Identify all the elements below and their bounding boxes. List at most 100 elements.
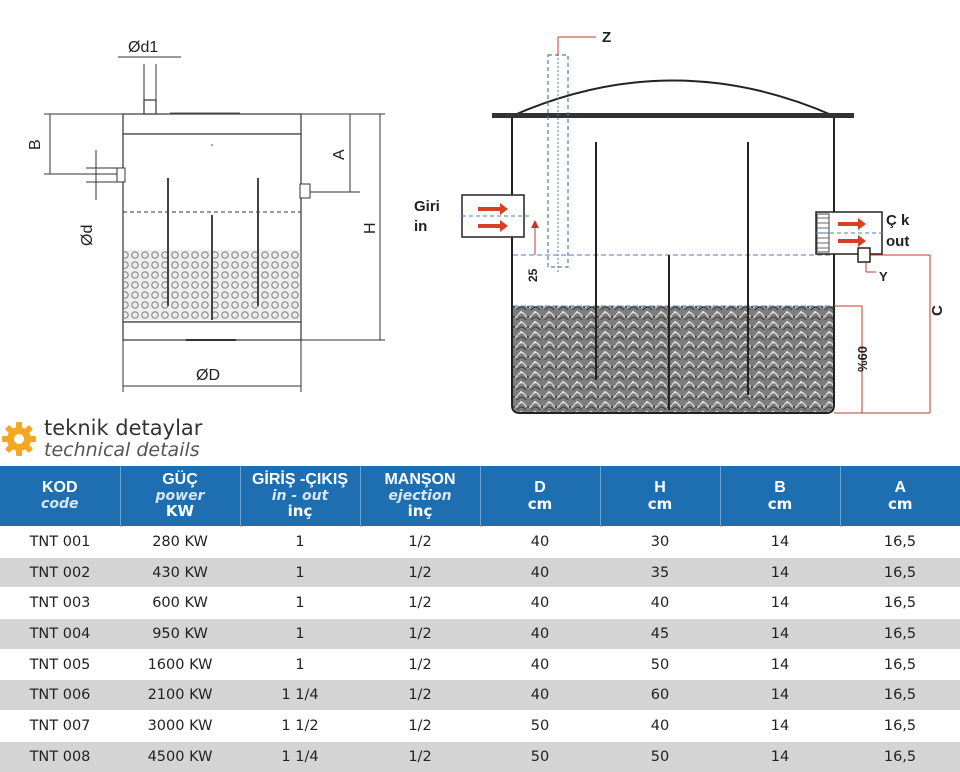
label-Y: Y [879, 269, 888, 284]
technical-drawing: Ød1 B Ød A H ØD [0, 0, 960, 415]
table-cell: 280 KW [120, 527, 240, 558]
table-cell: 1 [240, 527, 360, 558]
col-unit: cm [601, 497, 720, 513]
table-cell: 16,5 [840, 741, 960, 771]
table-cell: 3000 KW [120, 711, 240, 742]
table-cell: 45 [600, 619, 720, 650]
col-title: GİRİŞ -ÇIKIŞ [241, 472, 360, 489]
label-B: B [27, 139, 44, 150]
table-cell: 1/2 [360, 619, 480, 650]
table-cell: 50 [600, 649, 720, 680]
table-cell: 60 [600, 680, 720, 711]
table-cell: 14 [720, 680, 840, 711]
table-cell: 14 [720, 649, 840, 680]
table-cell: 1 [240, 588, 360, 619]
table-cell: 430 KW [120, 557, 240, 588]
table-cell: 16,5 [840, 711, 960, 742]
gear-icon [0, 420, 38, 458]
table-cell: TNT 005 [0, 649, 120, 680]
left-tank-diagram: Ød1 B Ød A H ØD [27, 39, 385, 392]
label-outlet-en: out [886, 233, 909, 250]
label-outlet-tr: Ç k [886, 212, 910, 229]
col-title: MANŞON [361, 472, 480, 489]
label-inlet-tr: Giri [414, 198, 440, 215]
table-cell: 14 [720, 527, 840, 558]
table-cell: 2100 KW [120, 680, 240, 711]
table-cell: 4500 KW [120, 741, 240, 771]
table-cell: TNT 004 [0, 619, 120, 650]
table-cell: 40 [600, 711, 720, 742]
table-cell: 600 KW [120, 588, 240, 619]
table-cell: 1/2 [360, 649, 480, 680]
table-cell: 16,5 [840, 680, 960, 711]
label-25: 25 [526, 268, 540, 282]
table-cell: 40 [480, 649, 600, 680]
col-unit: inç [241, 504, 360, 520]
col-header-d: D cm [480, 466, 600, 527]
section-heading: teknik detaylar technical details [0, 414, 400, 464]
table-cell: 16,5 [840, 619, 960, 650]
col-subtitle: code [0, 497, 120, 512]
col-title: KOD [0, 480, 120, 497]
label-d1: Ød1 [128, 39, 158, 56]
label-inlet-en: in [414, 218, 427, 235]
table-cell: 40 [480, 527, 600, 558]
right-tank-diagram: Z Giri in 25 Ç k out Y C [414, 29, 946, 413]
table-cell: 40 [480, 619, 600, 650]
table-cell: 50 [480, 741, 600, 771]
table-cell: 40 [480, 680, 600, 711]
label-Z: Z [602, 29, 611, 46]
table-cell: 14 [720, 588, 840, 619]
table-cell: 16,5 [840, 649, 960, 680]
table-cell: 16,5 [840, 557, 960, 588]
section-title-tr: teknik detaylar [44, 416, 202, 440]
table-cell: 1/2 [360, 527, 480, 558]
col-unit: inç [361, 504, 480, 520]
table-cell: 14 [720, 619, 840, 650]
col-title: H [601, 480, 720, 497]
table-cell: TNT 006 [0, 680, 120, 711]
table-cell: 1 1/2 [240, 711, 360, 742]
table-cell: 1 [240, 649, 360, 680]
label-pct60: %60 [855, 346, 870, 372]
table-cell: 1/2 [360, 711, 480, 742]
col-unit: cm [481, 497, 600, 513]
col-title: A [841, 480, 960, 497]
table-cell: TNT 002 [0, 557, 120, 588]
table-cell: TNT 007 [0, 711, 120, 742]
col-header-b: B cm [720, 466, 840, 527]
table-cell: 30 [600, 527, 720, 558]
table-cell: 1 [240, 619, 360, 650]
label-A: A [331, 149, 348, 160]
table-cell: 40 [480, 588, 600, 619]
label-H: H [362, 222, 379, 234]
col-unit: KW [121, 504, 240, 520]
col-header-a: A cm [840, 466, 960, 527]
col-header-guc: GÜÇ power KW [120, 466, 240, 527]
table-cell: 1600 KW [120, 649, 240, 680]
table-header-row: KOD code GÜÇ power KW GİRİŞ -ÇIKIŞ in - … [0, 466, 960, 527]
table-cell: 35 [600, 557, 720, 588]
table-cell: 14 [720, 557, 840, 588]
table-cell: 50 [480, 711, 600, 742]
table-cell: 14 [720, 711, 840, 742]
table-cell: TNT 001 [0, 527, 120, 558]
table-cell: TNT 003 [0, 588, 120, 619]
table-cell: 1 1/4 [240, 741, 360, 771]
col-title: GÜÇ [121, 472, 240, 489]
col-header-kod: KOD code [0, 466, 120, 527]
section-title-en: technical details [44, 439, 200, 461]
label-D: ØD [196, 367, 220, 384]
col-unit: cm [841, 497, 960, 513]
table-cell: 1 [240, 557, 360, 588]
spec-table: KOD code GÜÇ power KW GİRİŞ -ÇIKIŞ in - … [0, 466, 960, 772]
table-cell: 1/2 [360, 588, 480, 619]
col-title: B [721, 480, 840, 497]
table-cell: 16,5 [840, 527, 960, 558]
